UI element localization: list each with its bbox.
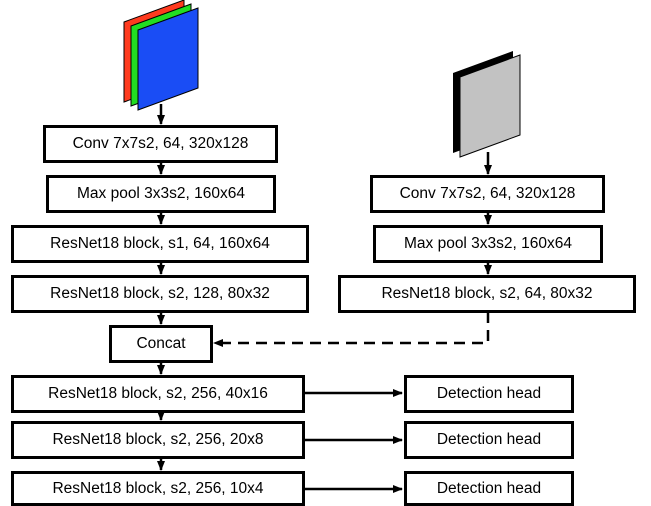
right-resnet-block: ResNet18 block, s2, 64, 80x32: [338, 275, 636, 313]
grayscale-image-icon: [453, 51, 521, 158]
dashed-arrow-rblock-to-concat: [213, 312, 490, 347]
trunk-resnet-block-2: ResNet18 block, s2, 256, 20x8: [11, 421, 305, 459]
detection-head-3: Detection head: [404, 471, 574, 506]
blue-channel-icon: [137, 7, 199, 111]
trunk-resnet-block-3: ResNet18 block, s2, 256, 10x4: [11, 471, 305, 506]
detection-head-1: Detection head: [404, 375, 574, 413]
trunk-resnet-block-1: ResNet18 block, s2, 256, 40x16: [11, 375, 305, 413]
left-resnet-block-2: ResNet18 block, s2, 128, 80x32: [11, 275, 309, 313]
right-conv-layer: Conv 7x7s2, 64, 320x128: [370, 175, 605, 213]
right-maxpool-layer: Max pool 3x3s2, 160x64: [373, 225, 603, 263]
concat-layer: Concat: [109, 325, 213, 363]
detection-head-2: Detection head: [404, 421, 574, 459]
left-resnet-block-1: ResNet18 block, s1, 64, 160x64: [11, 225, 309, 263]
left-conv-layer: Conv 7x7s2, 64, 320x128: [43, 125, 278, 163]
left-maxpool-layer: Max pool 3x3s2, 160x64: [46, 175, 276, 213]
rgb-image-stack-icon: [123, 0, 199, 111]
